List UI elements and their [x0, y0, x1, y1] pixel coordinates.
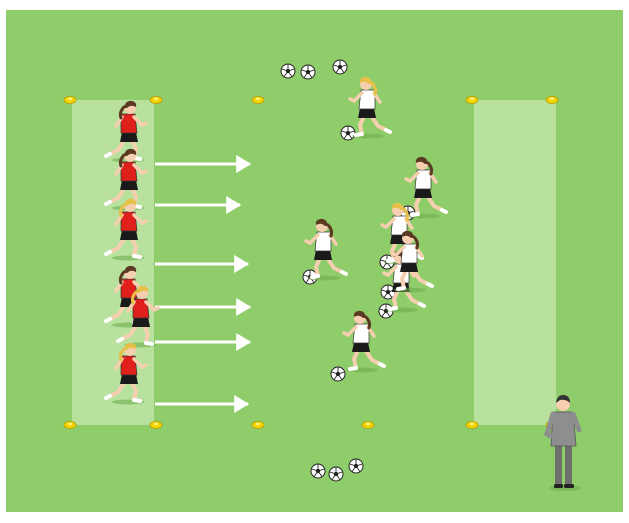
soccer-ball-icon: [328, 466, 344, 482]
cone-icon: [361, 421, 375, 429]
attacking-player-icon: [104, 198, 148, 261]
defending-player-icon: [304, 218, 348, 281]
soccer-ball-icon: [280, 63, 296, 79]
attacking-player-icon: [104, 342, 148, 405]
soccer-ball-icon: [300, 64, 316, 80]
cone-icon: [251, 96, 265, 104]
attackers-group: [104, 100, 160, 405]
cone-icon: [465, 96, 479, 104]
cone-icon: [149, 421, 163, 429]
soccer-ball-icon: [348, 458, 364, 474]
attacking-player-icon: [104, 148, 148, 211]
defending-player-icon: [348, 76, 392, 139]
cone-icon: [63, 421, 77, 429]
right-end-zone: [474, 100, 556, 425]
soccer-ball-icon: [332, 59, 348, 75]
cone-icon: [149, 96, 163, 104]
soccer-ball-icon: [330, 366, 346, 382]
cone-icon: [545, 96, 559, 104]
coach-group: [544, 395, 582, 491]
soccer-ball-icon: [310, 463, 326, 479]
defending-player-icon: [390, 230, 434, 293]
soccer-ball-icon: [380, 284, 396, 300]
defenders-group: [304, 76, 448, 373]
cone-icon: [63, 96, 77, 104]
defending-player-icon: [342, 310, 386, 373]
cone-icon: [251, 421, 265, 429]
left-start-zone: [72, 100, 154, 425]
soccer-ball-icon: [340, 125, 356, 141]
arrows-group: [155, 155, 252, 413]
coach-icon: [544, 395, 582, 491]
attacking-player-icon: [116, 285, 160, 348]
defending-player-icon: [404, 156, 448, 219]
cone-icon: [465, 421, 479, 429]
